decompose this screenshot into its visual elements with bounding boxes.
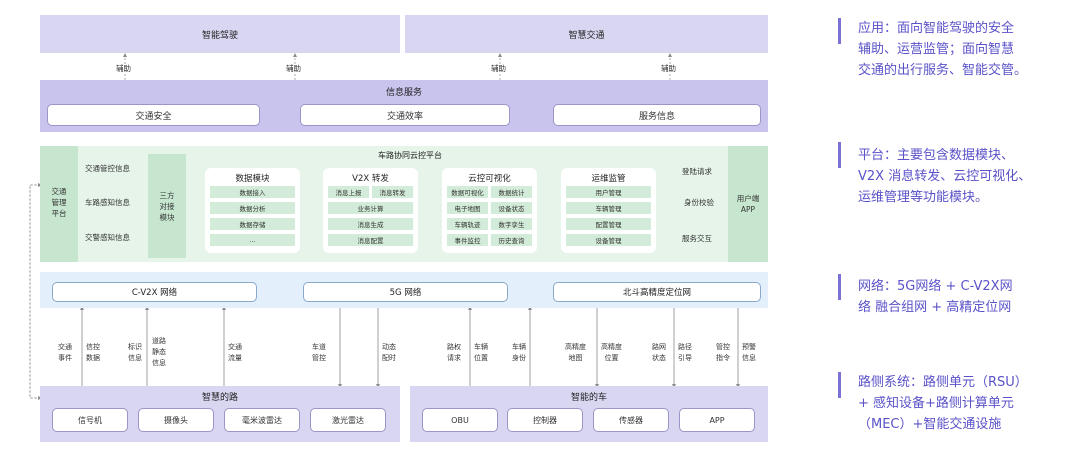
user-app-box: 用户端 APP bbox=[728, 146, 768, 262]
note-marker bbox=[838, 372, 841, 398]
road-device: 毫米波雷达 bbox=[224, 408, 300, 432]
smart-traffic-bar: 智慧交通 bbox=[405, 15, 768, 53]
user-app-label: 用户端 APP bbox=[736, 194, 760, 214]
module-cell: 设备状态 bbox=[491, 202, 532, 214]
flow-label: 高精度 位置 bbox=[601, 343, 622, 362]
traffic-mgmt-platform-label: 交通 管理 平台 bbox=[51, 187, 67, 218]
platform-left-label: 交通管控信息 bbox=[85, 164, 130, 173]
smart-driving-bar: 智能驾驶 bbox=[40, 15, 400, 53]
flow-label: 交通 事件 bbox=[58, 343, 72, 362]
module-cell: 历史查询 bbox=[491, 234, 532, 246]
flow-label: 高精度 地图 bbox=[565, 343, 586, 362]
v2x-module: V2X 转发 消息上报 消息转发 业务计算 消息生成 消息配置 bbox=[323, 168, 418, 253]
assist-label: 辅助 bbox=[661, 64, 676, 73]
flow-label: 管控 指令 bbox=[716, 343, 730, 362]
side-note-application: 应用：面向智能驾驶的安全 辅助、运营监管；面向智慧 交通的出行服务、智能交管。 bbox=[858, 21, 1028, 78]
module-cell: 电子地图 bbox=[447, 202, 488, 214]
module-title: 数据模块 bbox=[235, 174, 270, 184]
module-cell: 消息上报 bbox=[328, 186, 369, 198]
flow-label: 标识 信息 bbox=[128, 343, 142, 362]
car-device: OBU bbox=[422, 408, 498, 432]
smart-car-title: 智能的车 bbox=[570, 393, 607, 403]
flow-label: 信控 数据 bbox=[86, 343, 100, 362]
flow-label: 交通 流量 bbox=[228, 343, 242, 362]
side-note-roadside: 路侧系统：路侧单元（RSU） + 感知设备+路侧计算单元 （MEC）+智能交通设… bbox=[858, 375, 1028, 432]
smart-driving-title: 智能驾驶 bbox=[201, 30, 238, 41]
third-party-module: 三方 对接 模块 bbox=[148, 154, 186, 258]
third-party-label: 三方 对接 模块 bbox=[159, 190, 175, 222]
road-device: 摄像头 bbox=[138, 408, 214, 432]
module-cell: ... bbox=[210, 234, 295, 246]
module-cell: 消息生成 bbox=[328, 218, 413, 230]
module-cell: 配置管理 bbox=[566, 218, 651, 230]
info-service-item: 交通效率 bbox=[300, 104, 510, 126]
module-cell: 消息配置 bbox=[328, 234, 413, 246]
platform-left-label: 车路感知信息 bbox=[85, 198, 130, 207]
module-cell: 设备管理 bbox=[566, 234, 651, 246]
flow-label: 路网 状态 bbox=[652, 343, 666, 362]
road-device: 激光雷达 bbox=[310, 408, 386, 432]
assist-label: 辅助 bbox=[491, 64, 506, 73]
visualization-module: 云控可视化 数据可视化 数据统计 电子地图 设备状态 车辆轨迹 数字孪生 事件监… bbox=[442, 168, 537, 253]
side-note-platform: 平台：主要包含数据模块、 V2X 消息转发、云控可视化、 运维管理等功能模块。 bbox=[858, 148, 1032, 205]
platform-right-label: 服务交互 bbox=[682, 234, 712, 243]
data-module: 数据模块 数据接入 数据分析 数据存储 ... bbox=[205, 168, 300, 253]
platform-right-label: 登陆请求 bbox=[682, 167, 712, 176]
traffic-mgmt-platform-box: 交通 管理 平台 bbox=[40, 146, 78, 262]
module-title: 运维监管 bbox=[591, 174, 626, 184]
info-service-item: 服务信息 bbox=[553, 104, 761, 126]
flow-label: 预警 信息 bbox=[742, 343, 756, 362]
assist-label: 辅助 bbox=[286, 64, 301, 73]
module-cell: 数据存储 bbox=[210, 218, 295, 230]
car-device: APP bbox=[679, 408, 755, 432]
info-service-title: 信息服务 bbox=[385, 88, 422, 98]
module-cell: 消息转发 bbox=[372, 186, 413, 198]
smart-road-title: 智慧的路 bbox=[201, 393, 238, 403]
note-marker bbox=[838, 274, 841, 300]
flow-label: 动态 配时 bbox=[382, 343, 396, 362]
car-device: 控制器 bbox=[507, 408, 583, 432]
module-title: V2X 转发 bbox=[352, 174, 389, 184]
flow-label: 路径 引导 bbox=[678, 343, 692, 362]
smart-traffic-title: 智慧交通 bbox=[568, 30, 605, 41]
ops-module: 运维监管 用户管理 车辆管理 配置管理 设备管理 bbox=[561, 168, 656, 253]
platform-title: 车路协同云控平台 bbox=[378, 151, 442, 160]
side-note-network: 网络：5G网络 + C-V2X网 络 融合组网 + 高精定位网 bbox=[858, 279, 1013, 315]
road-device: 信号机 bbox=[52, 408, 128, 432]
module-cell: 用户管理 bbox=[566, 186, 651, 198]
note-marker bbox=[838, 18, 841, 44]
network-item: C-V2X 网络 bbox=[52, 282, 257, 302]
info-service-item: 交通安全 bbox=[47, 104, 260, 126]
module-cell: 数据分析 bbox=[210, 202, 295, 214]
network-item: 5G 网络 bbox=[303, 282, 508, 302]
module-cell: 车辆管理 bbox=[566, 202, 651, 214]
module-cell: 数据统计 bbox=[491, 186, 532, 198]
assist-label: 辅助 bbox=[116, 64, 131, 73]
module-cell: 业务计算 bbox=[328, 202, 413, 214]
flow-label: 车辆 身份 bbox=[512, 343, 526, 362]
car-device: 传感器 bbox=[593, 408, 669, 432]
note-marker bbox=[838, 142, 841, 168]
module-title: 云控可视化 bbox=[468, 174, 511, 184]
platform-right-label: 身份校验 bbox=[684, 198, 714, 207]
network-item: 北斗高精度定位网 bbox=[553, 282, 761, 302]
flow-label: 道路 静态 信息 bbox=[152, 337, 166, 367]
flow-label: 车辆 位置 bbox=[474, 343, 488, 362]
module-cell: 数字孪生 bbox=[491, 218, 532, 230]
module-cell: 数据可视化 bbox=[447, 186, 488, 198]
flow-label: 路权 请求 bbox=[447, 343, 461, 362]
module-cell: 车辆轨迹 bbox=[447, 218, 488, 230]
platform-left-label: 交警感知信息 bbox=[85, 233, 130, 242]
flow-label: 车道 管控 bbox=[312, 343, 326, 362]
module-cell: 数据接入 bbox=[210, 186, 295, 198]
module-cell: 事件监控 bbox=[447, 234, 488, 246]
